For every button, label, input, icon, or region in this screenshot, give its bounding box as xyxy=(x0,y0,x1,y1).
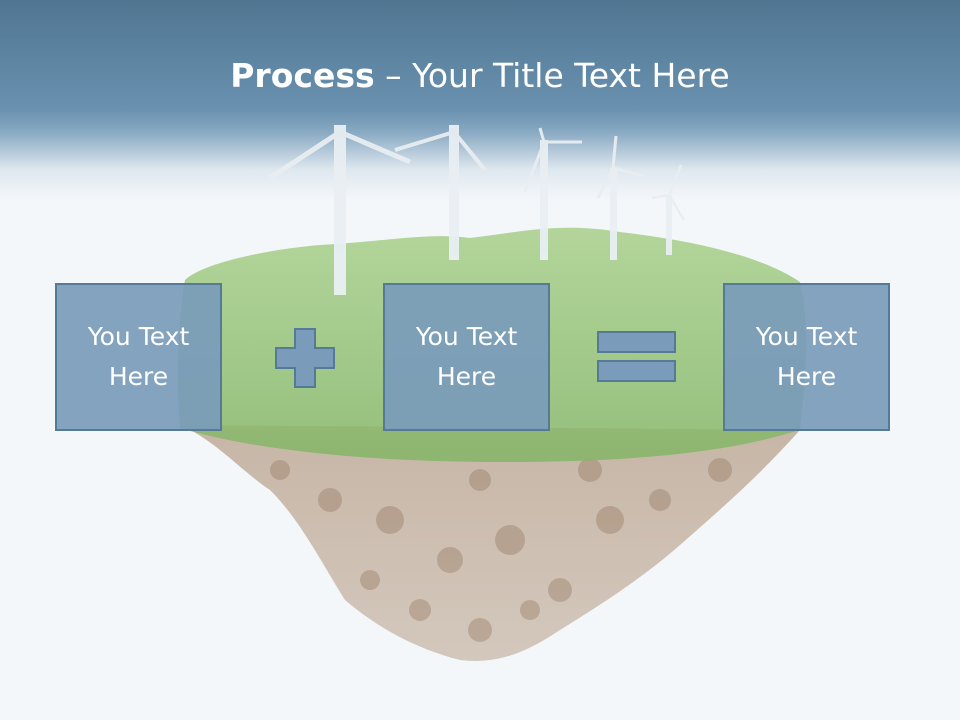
wind-turbine-5 xyxy=(651,164,686,255)
wind-turbine-4 xyxy=(596,135,645,260)
text-box-3[interactable]: You Text Here xyxy=(723,283,890,431)
text-box-1-label: You Text Here xyxy=(87,322,190,391)
text-box-3-label: You Text Here xyxy=(755,322,858,391)
soil-texture xyxy=(270,458,732,642)
text-box-2-label: You Text Here xyxy=(415,322,518,391)
text-box-1[interactable]: You Text Here xyxy=(55,283,222,431)
island-soil xyxy=(180,425,800,661)
wind-turbine-3 xyxy=(523,127,582,260)
equals-icon xyxy=(597,331,676,382)
plus-icon xyxy=(275,328,335,388)
slide-title: Process – Your Title Text Here xyxy=(0,54,960,98)
wind-turbine-1 xyxy=(268,125,411,295)
title-bold: Process xyxy=(230,56,375,95)
title-rest: – Your Title Text Here xyxy=(374,56,730,95)
text-box-2[interactable]: You Text Here xyxy=(383,283,550,431)
wind-turbine-2 xyxy=(394,125,487,260)
